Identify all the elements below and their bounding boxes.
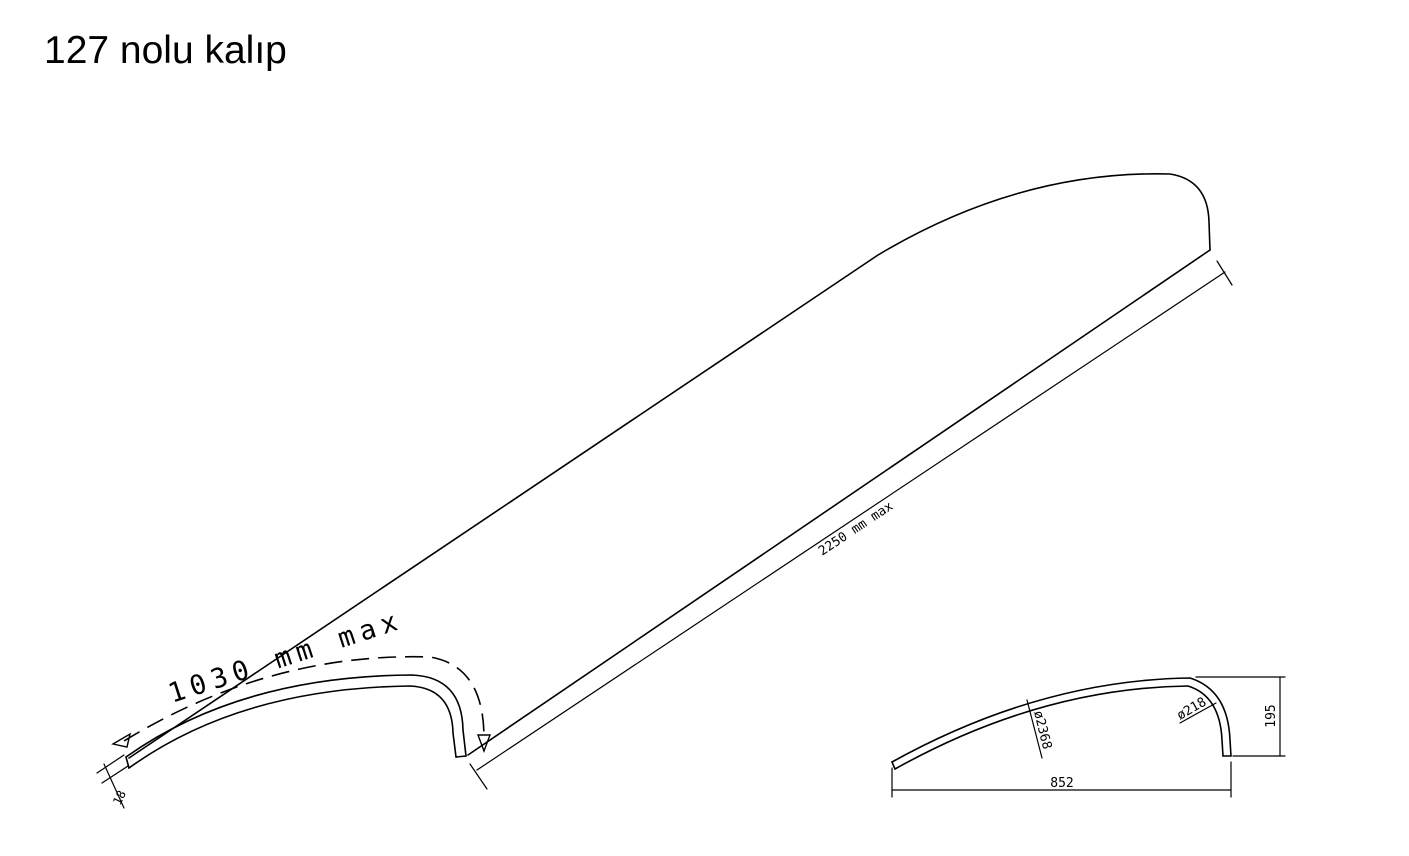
panel-far-edge [128,173,1211,759]
profile-outer-curve [125,674,467,758]
section-start-cap [891,761,896,770]
length-extension-line-end [1216,260,1233,286]
arc-arrowhead-left [111,732,132,748]
edge-diameter-label: ø218 [1175,695,1210,724]
thickness-extension-line-a [96,754,125,774]
arc-length-dimension: 1030 mm max [111,605,492,753]
profile-end-cap [455,755,467,758]
length-dimension-line [476,271,1226,771]
section-view: ø2368 ø218 852 195 [891,676,1286,798]
edge-diameter-leader [1179,702,1217,724]
thickness-label: 18 [110,788,129,807]
height-label: 195 [1264,704,1279,727]
panel-3d-view [125,173,1211,769]
width-label: 852 [1050,776,1073,791]
profile-inner-curve [128,685,457,769]
page-title: 127 nolu kalıp [44,29,287,72]
thickness-dimension: 18 [96,754,129,809]
main-diameter-leader [1026,699,1043,759]
main-diameter-label: ø2368 [1030,709,1054,751]
arc-arrowhead-right [476,734,492,753]
arc-length-label: 1030 mm max [165,605,407,710]
length-dimension: 2250 mm max [469,260,1233,790]
length-extension-line-start [469,763,488,790]
length-dimension-label: 2250 mm max [816,499,896,559]
arc-length-dashed-curve [123,655,485,742]
thickness-extension-line-b [101,765,129,784]
panel-near-edge [467,249,1211,756]
section-outer-curve [891,677,1232,763]
thickness-dimension-line [103,763,125,809]
section-inner-curve [894,685,1224,770]
